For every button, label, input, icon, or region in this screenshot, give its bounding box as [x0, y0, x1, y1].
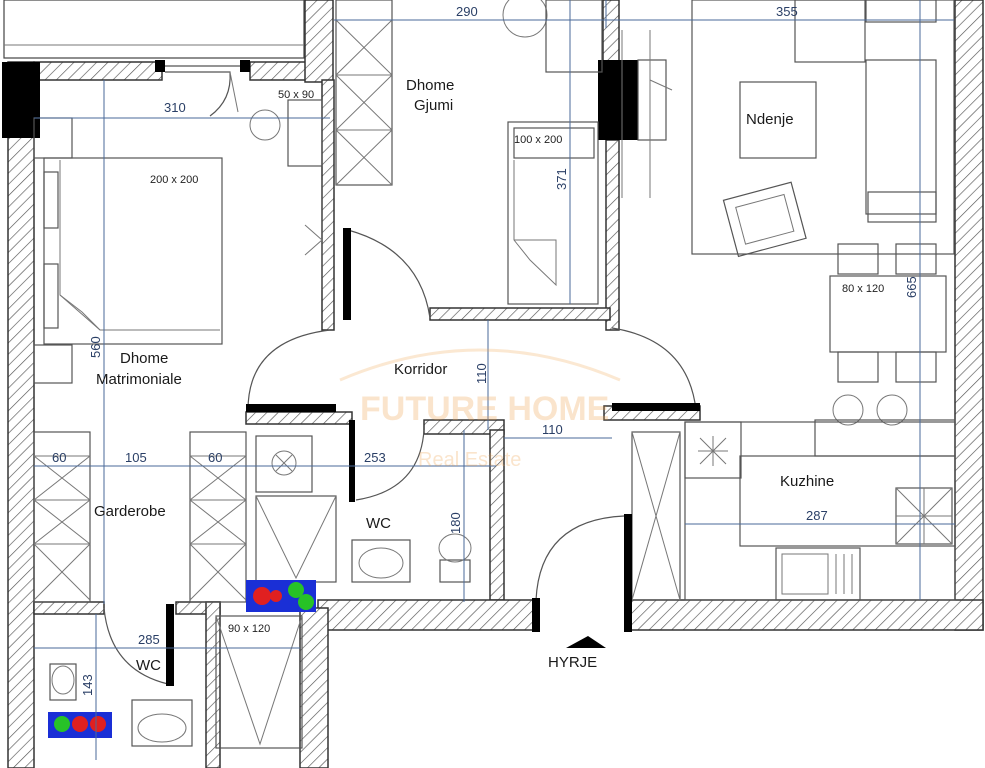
column-mid	[598, 60, 638, 140]
double-bed	[43, 157, 223, 345]
dim-110-h: 110	[542, 422, 563, 437]
label-shower: 90 x 120	[228, 623, 270, 635]
dimension-lines	[34, 0, 955, 760]
dim-310: 310	[164, 100, 186, 115]
label-wc-small: WC	[136, 657, 161, 674]
label-bed-double: 200 x 200	[150, 174, 198, 186]
label-korridor: Korridor	[394, 361, 447, 378]
walls	[7, 0, 984, 768]
single-bed	[507, 121, 599, 305]
wardrobe-bedroom	[335, 0, 393, 186]
watermark: FUTURE HOME Real Estate	[339, 348, 621, 471]
watermark-brand: FUTURE HOME	[360, 390, 609, 428]
label-bed-single: 100 x 200	[514, 134, 562, 146]
label-kuzhine: Kuzhine	[780, 473, 834, 490]
label-wc-main: WC	[366, 515, 391, 532]
entrance-arrow-icon	[566, 636, 606, 648]
furniture-labels: 200 x 200 100 x 200 50 x 90 80 x 120 90 …	[150, 89, 884, 635]
dining-table	[829, 275, 947, 353]
dim-665: 665	[904, 276, 919, 298]
label-garderobe: Garderobe	[94, 503, 166, 520]
label-hyrje: HYRJE	[548, 654, 597, 671]
watermark-sub: Real Estate	[418, 449, 521, 471]
dimension-labels: 290 355 310 371 665 560 110 110 60 105 6…	[52, 4, 919, 696]
kitchen-sink	[775, 547, 861, 601]
dim-290: 290	[456, 4, 478, 19]
dim-110-v: 110	[474, 363, 489, 384]
dim-287: 287	[806, 508, 828, 523]
bedroom-furniture	[343, 0, 603, 320]
label-nightstand: 50 x 90	[278, 89, 314, 101]
label-dhome-gjumi-2: Gjumi	[414, 97, 453, 114]
dim-560: 560	[88, 336, 103, 358]
dim-253: 253	[364, 450, 386, 465]
master-bedroom	[33, 71, 323, 384]
dim-285: 285	[138, 632, 160, 647]
living-room	[621, 0, 955, 258]
dim-60-a: 60	[52, 450, 66, 465]
kitchen	[631, 421, 956, 601]
corridor-doors	[246, 327, 700, 632]
label-dhome-matrimoniale-2: Matrimoniale	[96, 371, 182, 388]
label-dhome-matrimoniale-1: Dhome	[120, 350, 168, 367]
dim-355: 355	[776, 4, 798, 19]
small-wc	[48, 604, 303, 749]
dim-105: 105	[125, 450, 147, 465]
label-dining-table: 80 x 120	[842, 283, 884, 295]
label-dhome-gjumi-1: Dhome	[406, 77, 454, 94]
dim-371: 371	[554, 168, 569, 190]
label-ndenje: Ndenje	[746, 111, 794, 128]
dim-143: 143	[80, 674, 95, 696]
balcony-top	[3, 0, 305, 72]
room-labels: Dhome Gjumi Ndenje Dhome Matrimoniale Ko…	[94, 77, 834, 674]
dining-area	[814, 243, 956, 457]
main-wc	[246, 435, 472, 612]
garderobe	[33, 431, 247, 603]
dim-60-b: 60	[208, 450, 222, 465]
dim-180: 180	[448, 512, 463, 534]
